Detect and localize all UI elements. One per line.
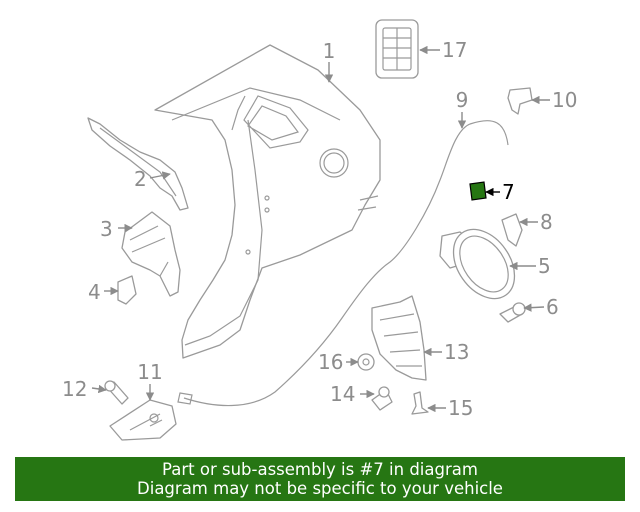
banner-line-2: Diagram may not be specific to your vehi…	[137, 479, 503, 498]
callout-15[interactable]: 15	[448, 396, 473, 420]
release-cable-part-9	[177, 120, 509, 407]
callout-11[interactable]: 11	[137, 360, 162, 384]
clip-part-4	[117, 275, 137, 305]
liner-part-13	[371, 295, 427, 381]
banner-line-1: Part or sub-assembly is #7 in diagram	[162, 460, 478, 479]
pillar-reinforcement-part-2	[87, 117, 189, 211]
clip-part-14	[371, 386, 393, 411]
callout-13[interactable]: 13	[444, 340, 469, 364]
callout-3[interactable]: 3	[100, 217, 113, 241]
quarter-panel-part-1	[154, 44, 381, 359]
callout-labels: 1 2 3 4 5 6 7 8 9 10 11 12 13 14 15 16 1…	[62, 38, 577, 420]
callout-12[interactable]: 12	[62, 377, 87, 401]
bracket-part-8	[501, 213, 523, 247]
callout-1[interactable]: 1	[323, 39, 336, 63]
callout-17[interactable]: 17	[442, 38, 467, 62]
callout-5[interactable]: 5	[538, 254, 551, 278]
callout-2[interactable]: 2	[134, 167, 147, 191]
vent-part-17	[375, 19, 419, 79]
leader-6	[523, 303, 545, 312]
callout-16[interactable]: 16	[318, 350, 343, 374]
callout-10[interactable]: 10	[552, 88, 577, 112]
callout-4[interactable]: 4	[88, 280, 101, 304]
leader-lines	[91, 45, 550, 413]
actuator-part-11	[109, 399, 177, 441]
callout-6[interactable]: 6	[546, 295, 559, 319]
fuel-door-part-5	[439, 228, 516, 300]
callout-9[interactable]: 9	[456, 88, 469, 112]
nut-part-16	[357, 353, 375, 371]
latch-part-10	[507, 87, 533, 115]
callout-14[interactable]: 14	[330, 382, 355, 406]
clip-part-15	[411, 391, 429, 415]
leader-12	[91, 384, 107, 394]
diagram-notice-banner: Part or sub-assembly is #7 in diagram Di…	[15, 457, 625, 501]
bolt-part-6	[499, 302, 526, 323]
bracket-part-3	[121, 211, 181, 297]
screw-part-12	[104, 380, 129, 405]
leader-2	[149, 171, 171, 180]
highlighted-part-7	[469, 181, 487, 201]
callout-7[interactable]: 7	[502, 180, 515, 204]
callout-8[interactable]: 8	[540, 210, 553, 234]
